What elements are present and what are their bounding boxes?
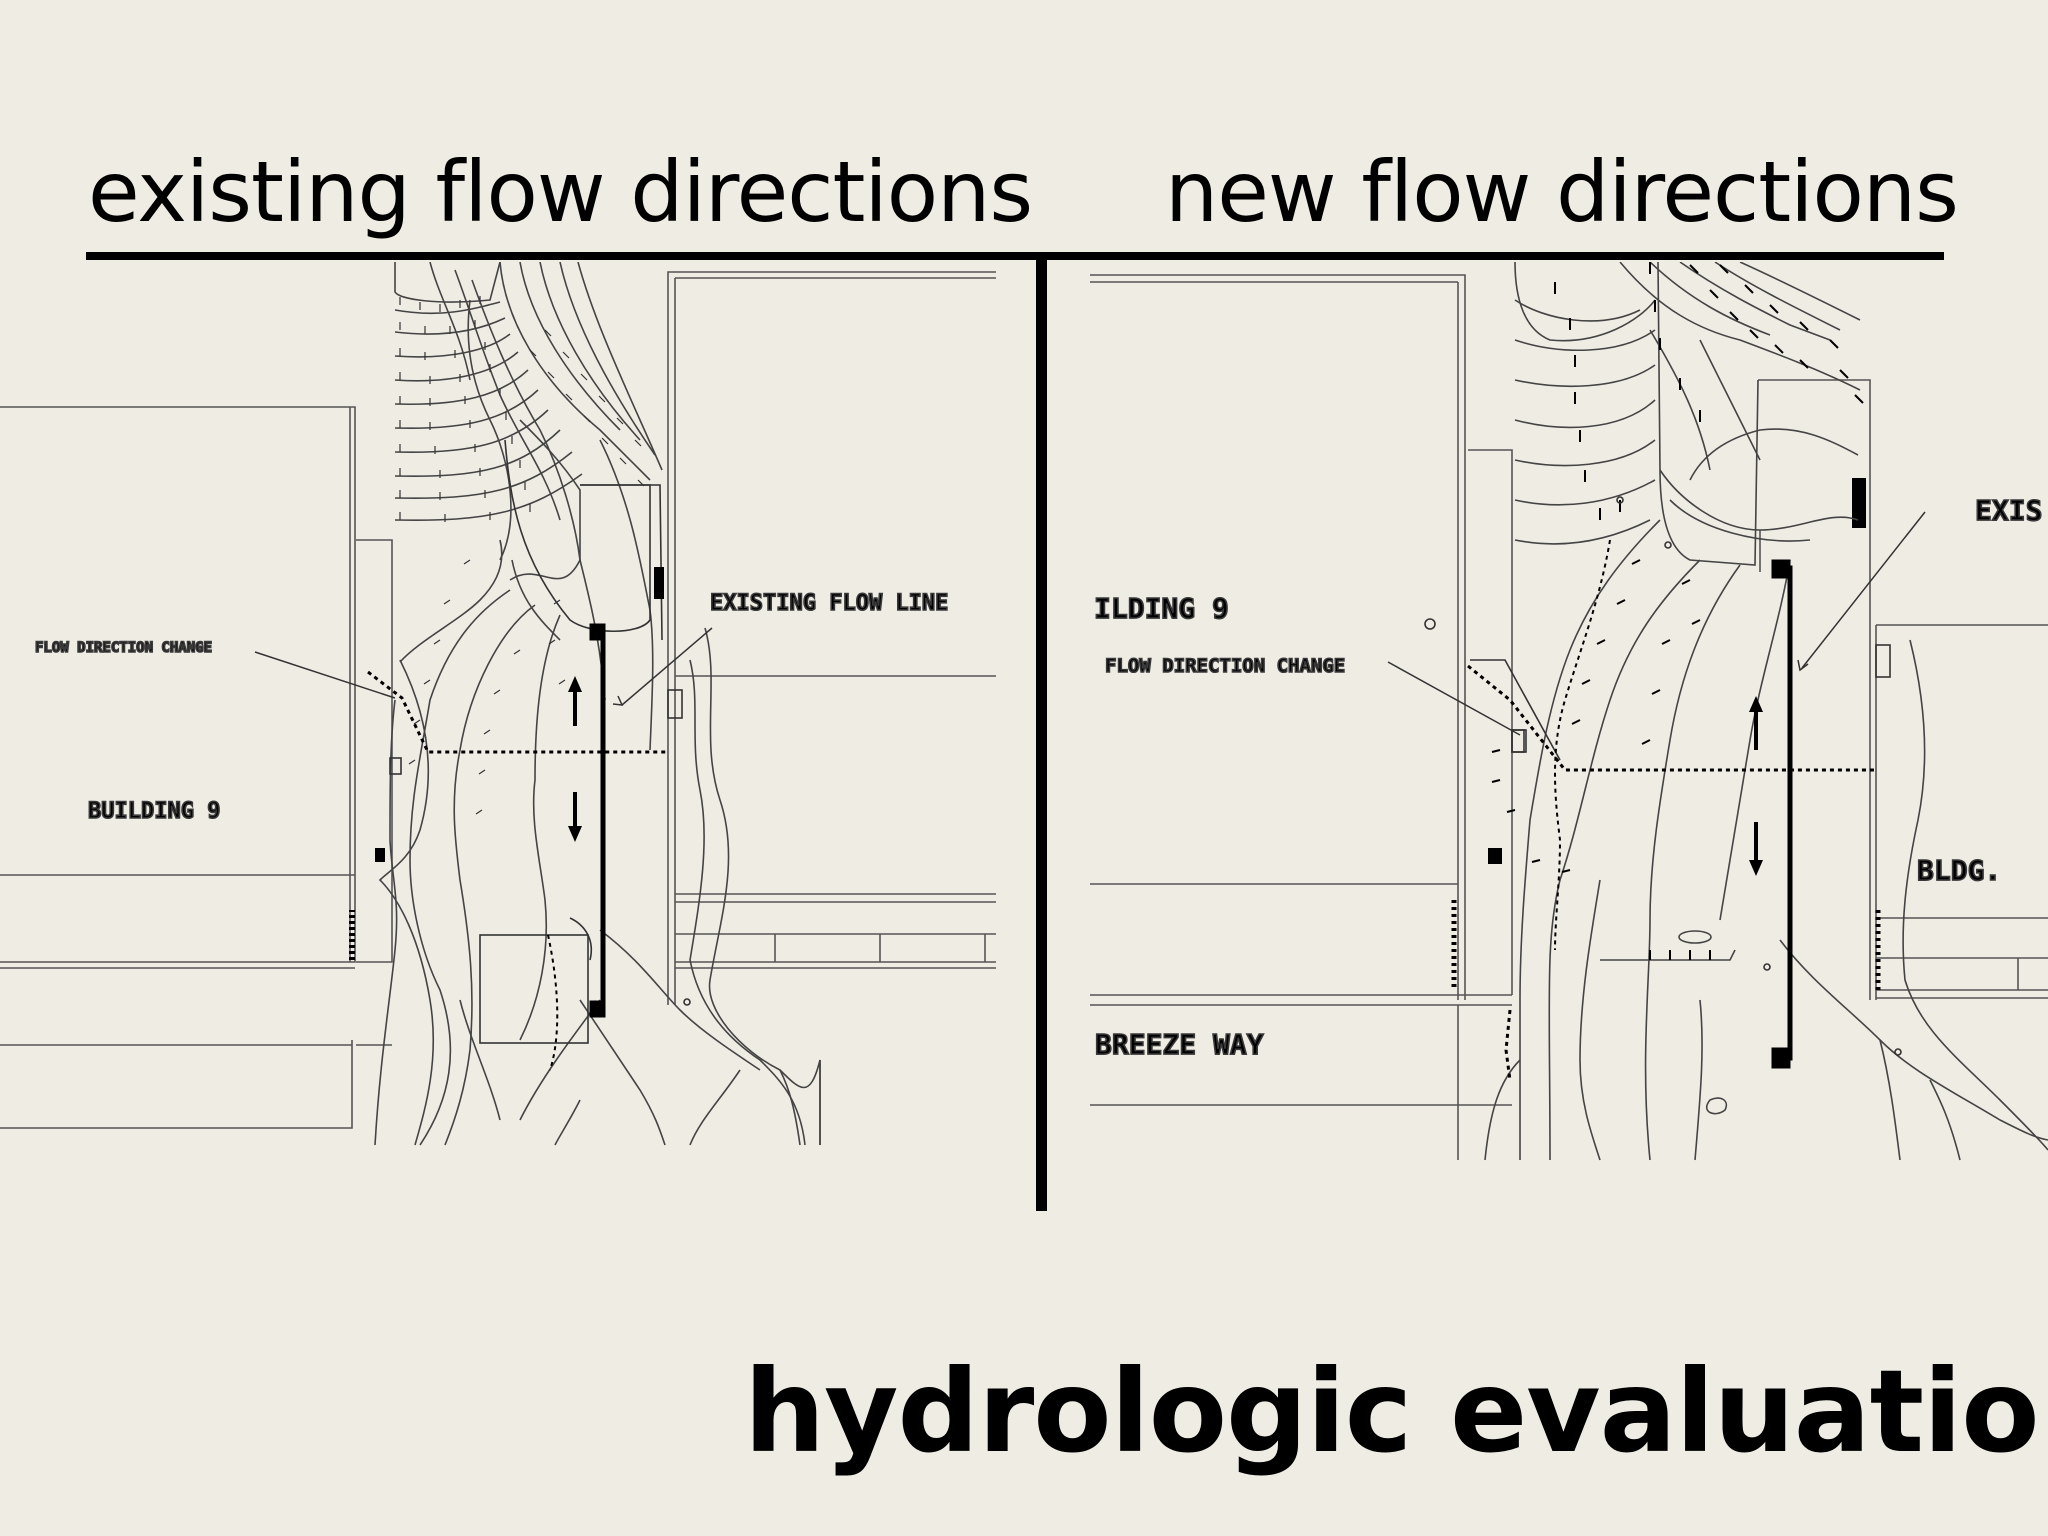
heading-underline [86,252,1944,260]
flow-direction-change-line [349,670,668,1071]
new-flow-heading: new flow directions [1165,143,1959,241]
building-9-outline-new [1090,274,1527,1160]
existing-site-plan: FLOW DIRECTION CHANGE EXISTING FLOW LINE… [0,262,996,1146]
existing-contours [374,262,821,1146]
new-site-plan: ILDING 9 FLOW DIRECTION CHANGE BREEZE WA… [1090,262,2048,1161]
label-flow-direction-change: FLOW DIRECTION CHANGE [35,640,212,656]
existing-flow-line [589,623,606,1018]
building-9-outline [0,406,393,1129]
inlet-structure-new [1424,496,1902,1056]
existing-flow-heading: existing flow directions [88,143,1033,241]
new-contours [1484,262,2048,1161]
new-contour-ticks [1491,262,1864,960]
new-leader-lines [1387,511,1926,736]
flow-arrows [568,676,582,842]
label-exis-partial: EXIS [1975,494,2042,527]
new-flow-direction-change-line [1451,539,1881,1081]
new-flow-arrows [1749,696,1763,876]
contour-tick-marks [399,296,645,815]
label-building-9: BUILDING 9 [88,799,220,824]
leader-lines [254,627,713,706]
label-bldg: BLDG. [1917,854,2001,887]
label-breeze-way: BREEZE WAY [1095,1028,1264,1061]
label-building-9-partial: ILDING 9 [1094,592,1229,625]
east-building-outline-new [1758,379,2048,1000]
inlet-structure [479,439,663,1044]
label-existing-flow-line: EXISTING FLOW LINE [710,591,948,616]
slide-title: hydrologic evaluation [744,1345,2048,1478]
new-flow-line [1771,559,1793,1069]
east-building-outline [667,271,996,1005]
panel-divider [1036,258,1047,1211]
label-flow-direction-change-new: FLOW DIRECTION CHANGE [1105,655,1345,677]
